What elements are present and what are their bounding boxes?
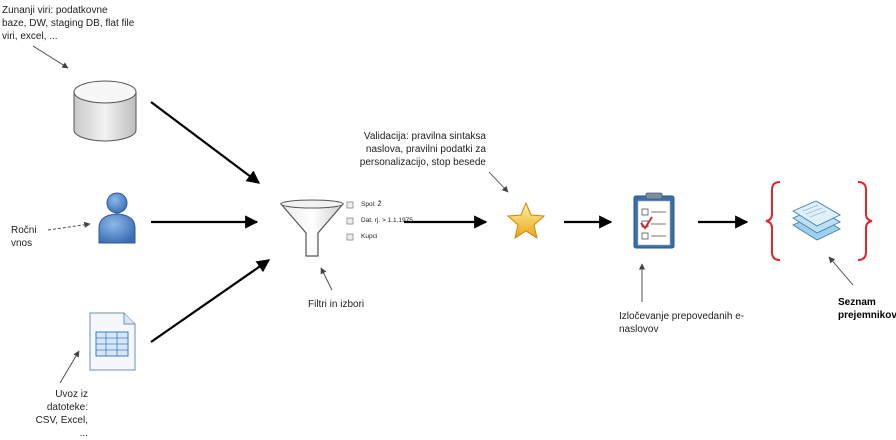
exclusion-label: Izločevanje prepovedanih e- naslovov bbox=[619, 311, 745, 335]
filters-label: Filtri in izbori bbox=[308, 299, 365, 310]
external-sources-label: Zunanji viri: podatkovne baze, DW, stagi… bbox=[2, 5, 135, 42]
recipient-list-label: Seznam prejemnikov bbox=[838, 297, 896, 321]
recipient-brackets bbox=[765, 181, 873, 261]
manual-input-label: Ročni vnos bbox=[11, 225, 37, 249]
spreadsheet-file-icon bbox=[89, 312, 136, 371]
validation-label: Validacija: pravilna sintaksa naslova, p… bbox=[359, 131, 486, 168]
filter-item-icons bbox=[346, 201, 354, 241]
filter-item-customers: Kupci bbox=[361, 233, 378, 240]
document-stack-icon bbox=[792, 200, 841, 241]
star-icon bbox=[506, 201, 546, 240]
filter-item-gender: Spol: Ž bbox=[361, 201, 382, 208]
flow-arrows bbox=[150, 101, 749, 343]
file-import-label: Uvoz iz datoteke: CSV, Excel, ... bbox=[35, 389, 88, 439]
person-icon bbox=[98, 192, 136, 244]
clipboard-checklist-icon bbox=[633, 192, 675, 249]
filter-item-birthdate: Dat. rj. > 1.1.1975 bbox=[361, 217, 413, 224]
funnel-icon bbox=[279, 199, 345, 257]
database-icon bbox=[73, 80, 137, 142]
annotation-pointers bbox=[32, 45, 854, 384]
